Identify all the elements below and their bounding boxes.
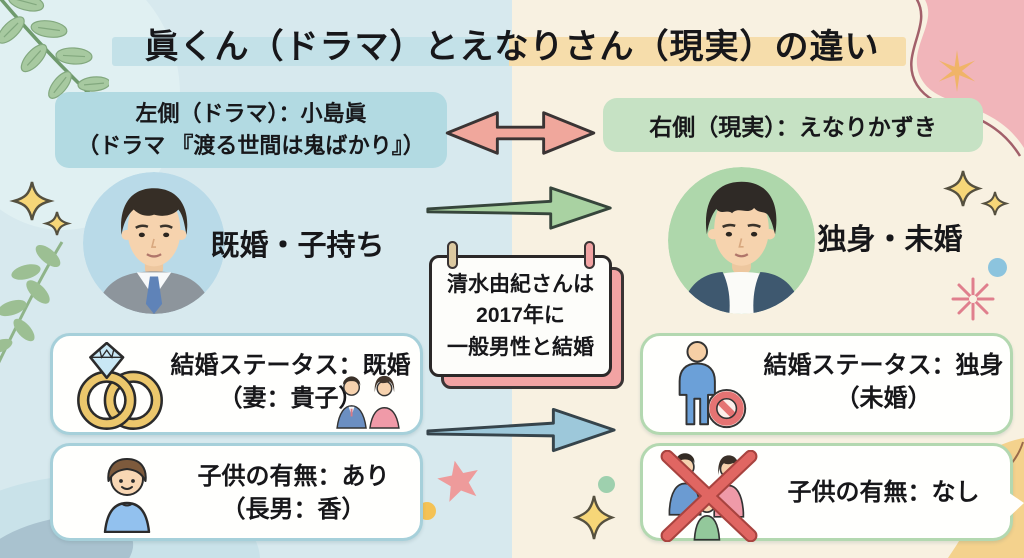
green-arrow-icon [426, 186, 612, 230]
sparkle-pair-left-icon [9, 181, 73, 236]
star-six-point-icon [938, 50, 976, 92]
card-drama-marriage: 結婚ステータス：既婚 （妻：貴子） [50, 333, 423, 435]
leaf-branch-left-mid-icon [0, 241, 64, 364]
marriage-status-drama: 結婚ステータス：既婚 [170, 352, 411, 379]
portrait-drama-makoto [83, 172, 225, 314]
marriage-status-reality: 結婚ステータス：独身 [763, 352, 1004, 379]
page-title: 眞くん（ドラマ）とえなりさん（現実）の違い [144, 28, 880, 66]
speech-tail-bottom-right [1008, 492, 1024, 518]
children-status-reality: 子供の有無：なし [787, 479, 980, 506]
crossed-family-icon [660, 450, 758, 542]
header-reality-text: 右側（現実）：えなりかずき [649, 114, 937, 140]
blue-dot-right [988, 258, 1007, 277]
pink-blob-top-right [910, 0, 1024, 157]
pink-star-bottom-icon [437, 460, 478, 502]
note-peg-right [584, 241, 595, 269]
sparkle-pair-top-right-icon [943, 170, 1010, 216]
status-label-drama: 既婚・子持ち [210, 230, 385, 262]
marriage-status-drama-sub: （妻：貴子） [218, 385, 363, 413]
header-box-drama: 左側（ドラマ）：小島眞 （ドラマ 『渡る世間は鬼ばかり』） [55, 92, 447, 168]
note-line3: 一般男性と結婚 [447, 335, 594, 359]
card-drama-marriage-text: 結婚ステータス：既婚 （妻：貴子） [163, 349, 418, 415]
header-drama-line1: 左側（ドラマ）：小島眞 [135, 101, 367, 127]
header-drama-line2: （ドラマ 『渡る世間は鬼ばかり』） [77, 133, 425, 158]
note-line2: 2017年に [476, 304, 565, 328]
portrait-reality-enari [668, 167, 815, 314]
couple-icon [336, 375, 400, 429]
note-card: 清水由紀さんは 2017年に 一般男性と結婚 [429, 255, 612, 377]
boy-icon [103, 458, 151, 533]
leaf-branch-top-left-icon [0, 0, 109, 106]
double-arrow-icon [445, 111, 596, 155]
card-reality-children: 子供の有無：なし [640, 443, 1013, 542]
no-sign-icon [707, 388, 747, 429]
children-status-drama-sub: （長男：香） [221, 496, 366, 524]
card-drama-children-text: 子供の有無：あり （長男：香） [171, 460, 416, 526]
card-drama-children: 子供の有無：あり （長男：香） [50, 443, 423, 541]
title-highlight [112, 37, 906, 66]
green-dot-bottom [598, 476, 615, 493]
marriage-status-reality-sub: （未婚） [835, 385, 932, 413]
status-label-reality: 独身・未婚 [817, 224, 963, 256]
card-reality-marriage-text: 結婚ステータス：独身 （未婚） [761, 349, 1006, 415]
header-box-reality: 右側（現実）：えなりかずき [603, 98, 983, 152]
single-person-icon [678, 340, 747, 429]
sparkle-bottom-icon [572, 495, 616, 540]
red-asterisk-icon [951, 277, 995, 321]
card-reality-children-text: 子供の有無：なし [761, 476, 1006, 509]
note-line1: 清水由紀さんは [447, 272, 594, 296]
children-status-drama: 子供の有無：あり [197, 463, 390, 490]
card-reality-marriage: 結婚ステータス：独身 （未婚） [640, 333, 1013, 435]
blue-arrow-icon [426, 407, 616, 453]
note-peg-left [447, 241, 458, 269]
wedding-rings-icon [77, 342, 163, 430]
